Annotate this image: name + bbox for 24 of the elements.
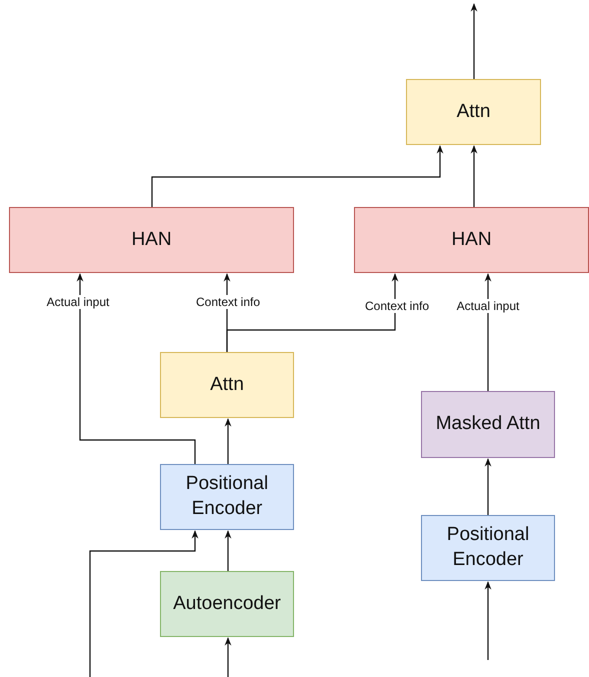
arrow bbox=[224, 530, 232, 571]
arrow bbox=[89, 530, 198, 677]
arrow bbox=[484, 581, 492, 660]
edge-label: Context info bbox=[194, 295, 262, 309]
masked-attention-box: Masked Attn bbox=[421, 391, 555, 458]
arrow bbox=[151, 145, 444, 207]
han-box: HAN bbox=[9, 207, 294, 273]
attention-box: Attn bbox=[406, 79, 541, 145]
arrow bbox=[226, 273, 398, 352]
edge-label: Actual input bbox=[454, 299, 522, 313]
encoder-box: Positional Encoder bbox=[160, 464, 294, 530]
arrow bbox=[224, 418, 232, 464]
han-box: HAN bbox=[354, 207, 589, 273]
autoencoder-box: Autoencoder bbox=[160, 571, 294, 637]
edge-label: Actual input bbox=[44, 295, 112, 309]
arrow bbox=[470, 145, 478, 207]
arrow bbox=[484, 273, 492, 391]
arrow bbox=[470, 3, 478, 79]
edge-label: Context info bbox=[362, 299, 432, 313]
arrow bbox=[484, 458, 492, 515]
arrow bbox=[76, 273, 196, 464]
arrow bbox=[224, 637, 232, 677]
attention-box: Attn bbox=[160, 352, 294, 418]
encoder-box: Positional Encoder bbox=[421, 515, 555, 581]
